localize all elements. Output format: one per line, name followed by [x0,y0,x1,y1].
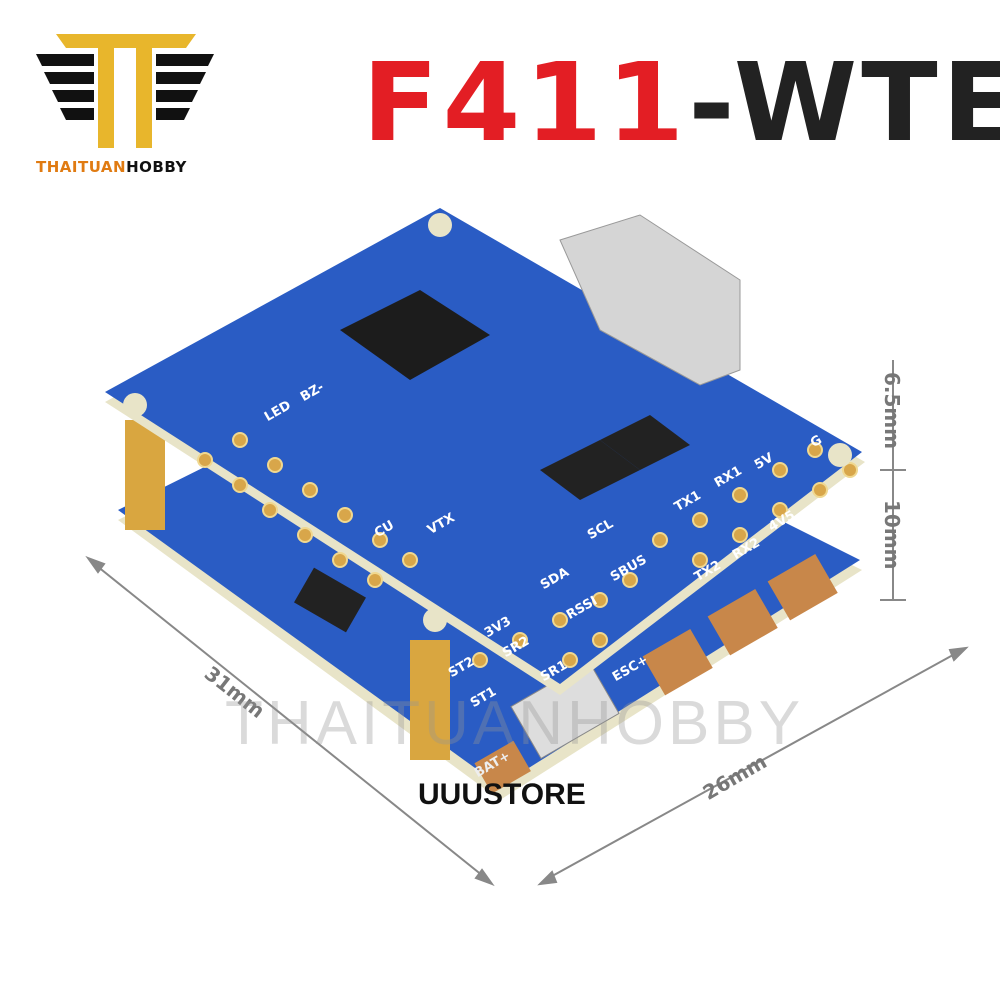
mount-hole [423,608,447,632]
title-model: F411 [362,40,689,140]
title-suffix: -WTE [688,40,1000,140]
brand-name-part2: HOBBY [126,158,187,176]
logo-emblem-icon [36,34,214,148]
mcu-chip [340,290,490,380]
brand-logo [36,34,216,158]
dimension-height-stack: 10mm [880,500,904,570]
brass-standoffs [125,420,450,760]
brand-name-part1: THAITUAN [36,158,127,176]
dimension-height-top: 6.5mm [880,372,904,450]
watermark: THAITUANHOBBY [225,689,805,758]
solder-pads [197,432,858,668]
brand-name: THAITUANHOBBY [36,158,187,176]
usb-c-port [559,214,741,386]
store-label: UUUSTORE [418,778,586,811]
dimension-lines [85,360,969,887]
product-title: F411-WTE [362,40,1000,140]
mount-hole [828,443,852,467]
mount-hole [123,393,147,417]
mount-hole [428,213,452,237]
upper-flight-controller-board [105,208,865,695]
